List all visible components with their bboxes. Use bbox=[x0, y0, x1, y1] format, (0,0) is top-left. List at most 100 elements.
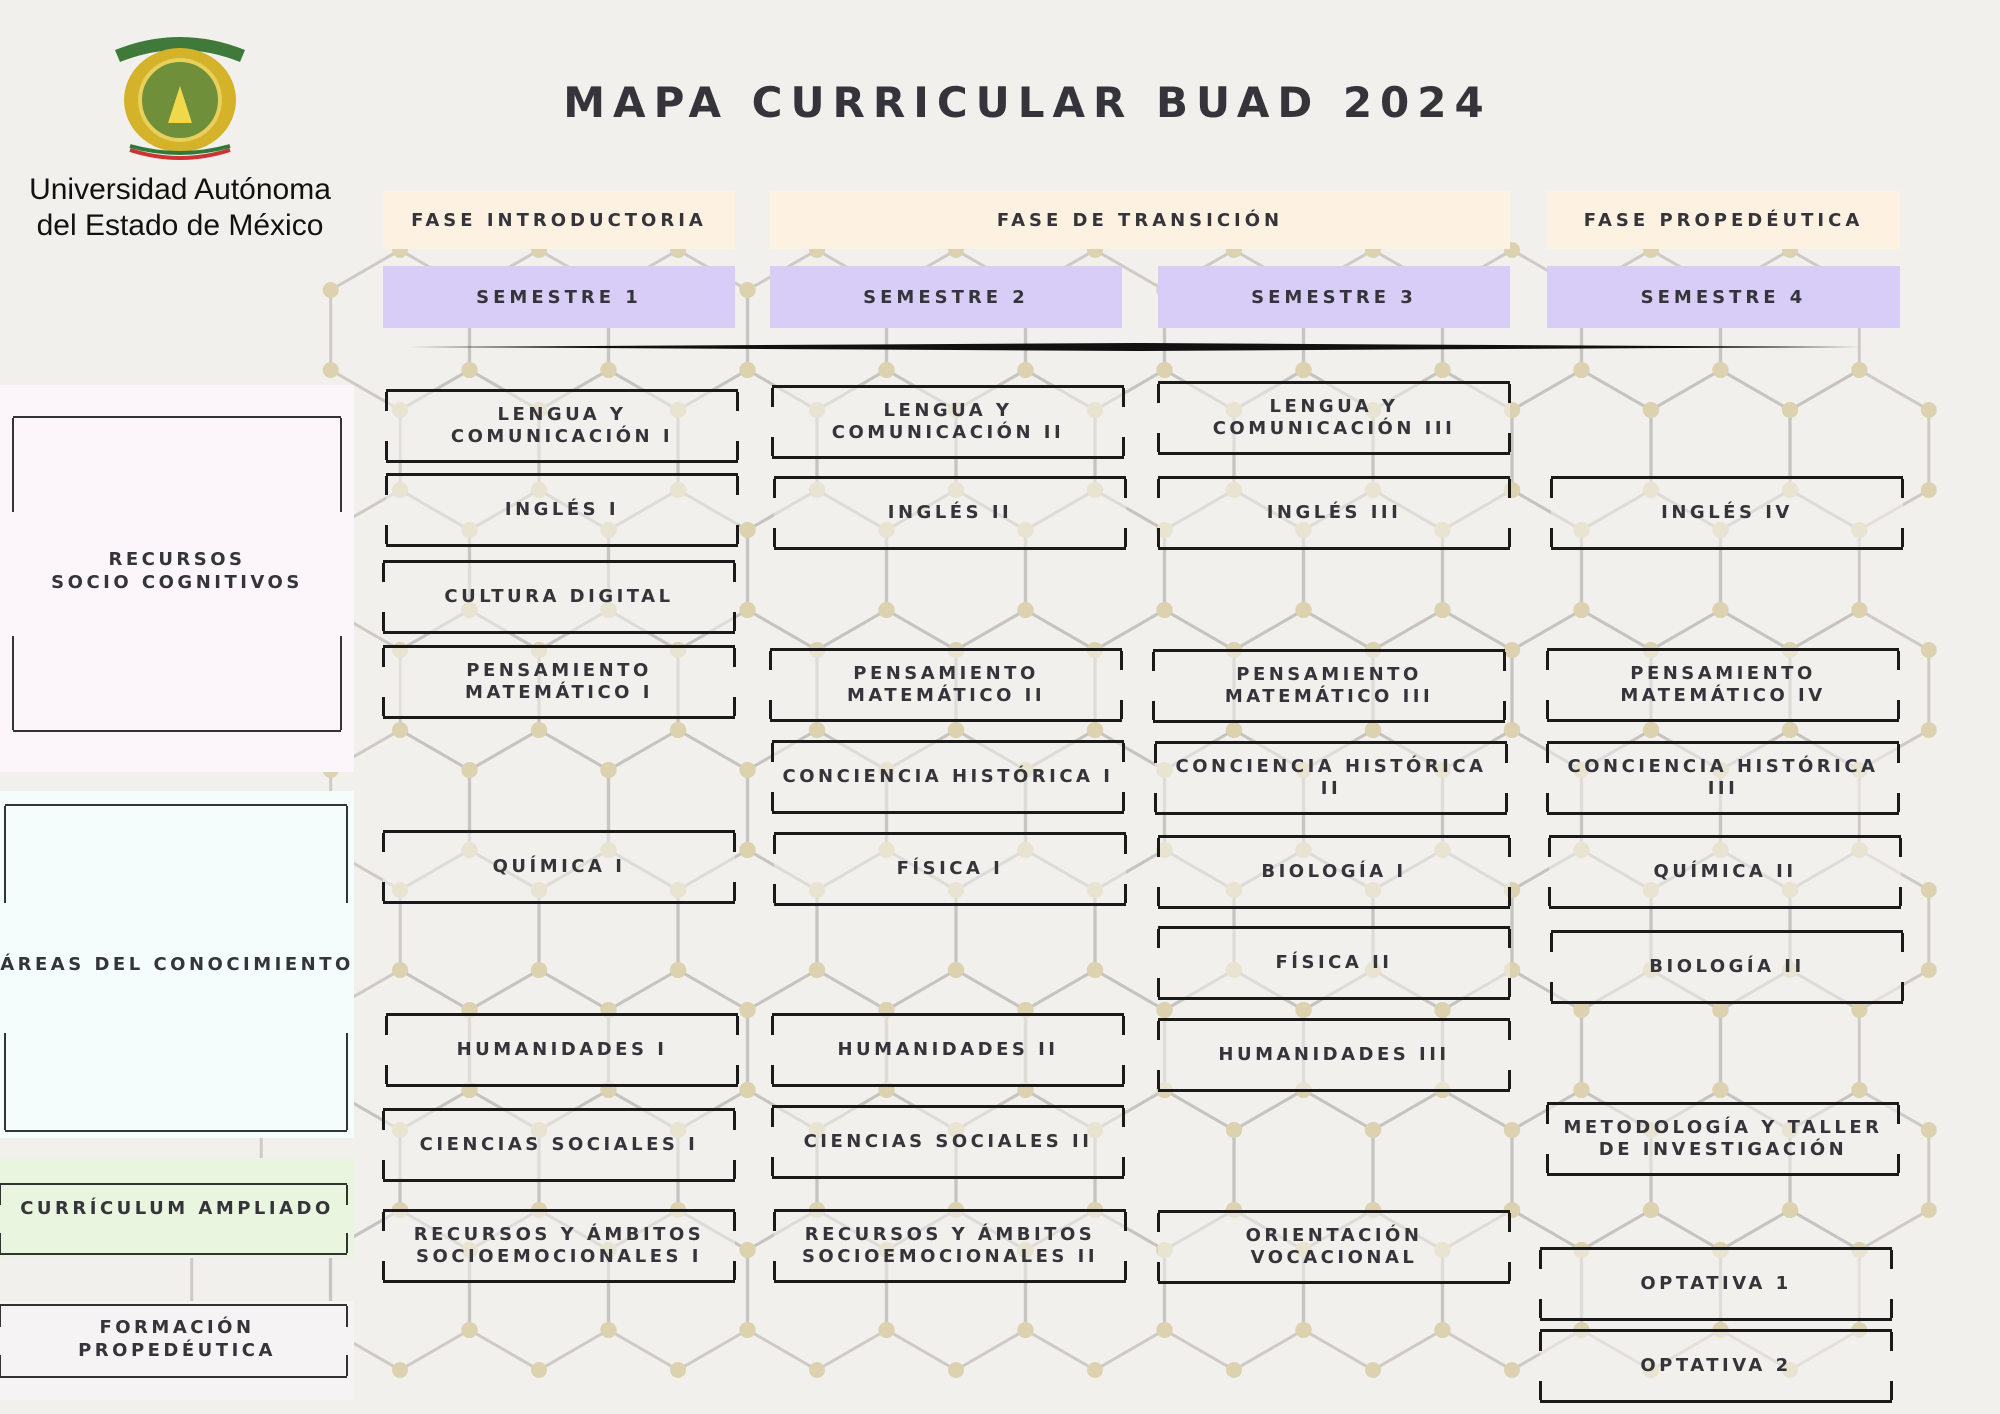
university-name-line2: del Estado de México bbox=[36, 209, 324, 242]
phase-propedeutica: FASE PROPEDÉUTICA bbox=[1547, 191, 1900, 249]
hex-node bbox=[878, 362, 895, 378]
subject-box: OPTATIVA 2 bbox=[1539, 1329, 1893, 1403]
hex-node bbox=[878, 602, 895, 618]
page-title: MAPA CURRICULAR BUAD 2024 bbox=[563, 78, 1492, 127]
hex-node bbox=[739, 602, 756, 618]
area-label: FORMACIÓN PROPEDÉUTICA bbox=[78, 1316, 276, 1361]
area-frame bbox=[0, 1304, 348, 1378]
hex-node bbox=[1920, 962, 1937, 978]
hex-node bbox=[1712, 362, 1729, 378]
hex-node bbox=[600, 762, 617, 778]
hex-node bbox=[809, 962, 825, 978]
subject-box: HUMANIDADES III bbox=[1157, 1018, 1511, 1092]
hex-node bbox=[461, 762, 478, 778]
hex-node bbox=[531, 962, 547, 978]
subject-box: QUÍMICA II bbox=[1548, 835, 1902, 909]
header-divider bbox=[410, 343, 1860, 351]
hex-node bbox=[1434, 362, 1451, 378]
hex-node bbox=[948, 962, 964, 978]
subject-box: CONCIENCIA HISTÓRICA I bbox=[771, 740, 1125, 814]
hex-node bbox=[1643, 1202, 1659, 1218]
hex-node bbox=[1226, 1122, 1243, 1138]
area-areas-del-conocimiento: ÁREAS DEL CONOCIMIENTO bbox=[0, 791, 354, 1138]
subject-box: PENSAMIENTO MATEMÁTICO II bbox=[769, 648, 1123, 722]
subject-box: PENSAMIENTO MATEMÁTICO IV bbox=[1546, 648, 1900, 722]
subject-box: INGLÉS II bbox=[773, 476, 1127, 550]
hex-node bbox=[1365, 1122, 1382, 1138]
hex-node bbox=[1434, 1002, 1451, 1018]
hex-node bbox=[1156, 1322, 1173, 1338]
subject-box: LENGUA Y COMUNICACIÓN II bbox=[771, 385, 1125, 459]
hex-node bbox=[809, 722, 825, 738]
hex-node bbox=[1643, 402, 1660, 418]
hex-node bbox=[878, 1322, 895, 1338]
hex-node bbox=[1851, 1002, 1868, 1018]
subject-box: OPTATIVA 1 bbox=[1539, 1247, 1893, 1321]
subject-box: RECURSOS Y ÁMBITOS SOCIOEMOCIONALES I bbox=[382, 1209, 736, 1283]
hex-node bbox=[739, 1082, 756, 1098]
hex-node bbox=[1782, 722, 1798, 738]
hex-node bbox=[948, 1362, 964, 1378]
subject-box: INGLÉS IV bbox=[1550, 476, 1904, 550]
subject-box: RECURSOS Y ÁMBITOS SOCIOEMOCIONALES II bbox=[773, 1209, 1127, 1283]
hex-node bbox=[739, 1242, 756, 1258]
area-recursos-socio-cognitivos: RECURSOS SOCIO COGNITIVOS bbox=[0, 385, 354, 772]
hex-node bbox=[739, 1002, 756, 1018]
semester-3-header: SEMESTRE 3 bbox=[1158, 266, 1510, 328]
hex-node bbox=[1920, 882, 1937, 898]
area-frame bbox=[12, 416, 342, 732]
hex-node bbox=[1017, 1322, 1034, 1338]
subject-box: CULTURA DIGITAL bbox=[382, 560, 736, 634]
hex-node bbox=[1782, 402, 1799, 418]
hex-node bbox=[600, 1322, 617, 1338]
phase-transicion: FASE DE TRANSICIÓN bbox=[770, 191, 1510, 249]
hex-node bbox=[1087, 962, 1103, 978]
hex-node bbox=[322, 282, 339, 298]
hex-node bbox=[392, 722, 408, 738]
hex-node bbox=[739, 762, 756, 778]
hex-node bbox=[739, 362, 756, 378]
subject-box: HUMANIDADES I bbox=[385, 1013, 739, 1087]
area-label: RECURSOS SOCIO COGNITIVOS bbox=[51, 548, 303, 593]
hex-node bbox=[1156, 1002, 1173, 1018]
hex-node bbox=[1920, 642, 1937, 658]
hex-node bbox=[670, 962, 686, 978]
university-name-line1: Universidad Autónoma bbox=[29, 173, 331, 206]
hex-node bbox=[1017, 362, 1034, 378]
hex-node bbox=[1920, 722, 1937, 738]
hex-node bbox=[739, 1322, 756, 1338]
hex-node bbox=[1226, 722, 1242, 738]
hex-node bbox=[1156, 362, 1173, 378]
area-frame bbox=[0, 1183, 348, 1255]
hex-node bbox=[1920, 1202, 1937, 1218]
subject-box: CIENCIAS SOCIALES II bbox=[771, 1105, 1125, 1179]
hex-node bbox=[1504, 642, 1521, 658]
hex-node bbox=[948, 722, 964, 738]
hex-node bbox=[739, 282, 756, 298]
subject-box: CONCIENCIA HISTÓRICA III bbox=[1546, 741, 1900, 815]
hex-node bbox=[1295, 1322, 1312, 1338]
hex-node bbox=[670, 722, 686, 738]
subject-box: PENSAMIENTO MATEMÁTICO I bbox=[382, 645, 736, 719]
hex-node bbox=[1087, 722, 1103, 738]
hex-node bbox=[1920, 1122, 1937, 1138]
hex-node bbox=[392, 1362, 408, 1378]
hex-node bbox=[1851, 602, 1868, 618]
hex-node bbox=[1226, 1362, 1242, 1378]
subject-box: BIOLOGÍA II bbox=[1550, 930, 1904, 1004]
hex-node bbox=[1851, 362, 1868, 378]
area-label: CURRÍCULUM AMPLIADO bbox=[20, 1197, 334, 1219]
subject-box: BIOLOGÍA I bbox=[1157, 835, 1511, 909]
hex-node bbox=[1295, 602, 1312, 618]
subject-box: QUÍMICA I bbox=[382, 830, 736, 904]
hex-node bbox=[1504, 1122, 1521, 1138]
hex-node bbox=[461, 1322, 478, 1338]
subject-box: METODOLOGÍA Y TALLER DE INVESTIGACIÓN bbox=[1546, 1102, 1900, 1176]
semester-2-header: SEMESTRE 2 bbox=[770, 266, 1122, 328]
hex-node bbox=[392, 962, 408, 978]
hex-node bbox=[1712, 1002, 1729, 1018]
hex-node bbox=[600, 362, 617, 378]
subject-box: PENSAMIENTO MATEMÁTICO III bbox=[1152, 649, 1506, 723]
subject-box: ORIENTACIÓN VOCACIONAL bbox=[1157, 1210, 1511, 1284]
